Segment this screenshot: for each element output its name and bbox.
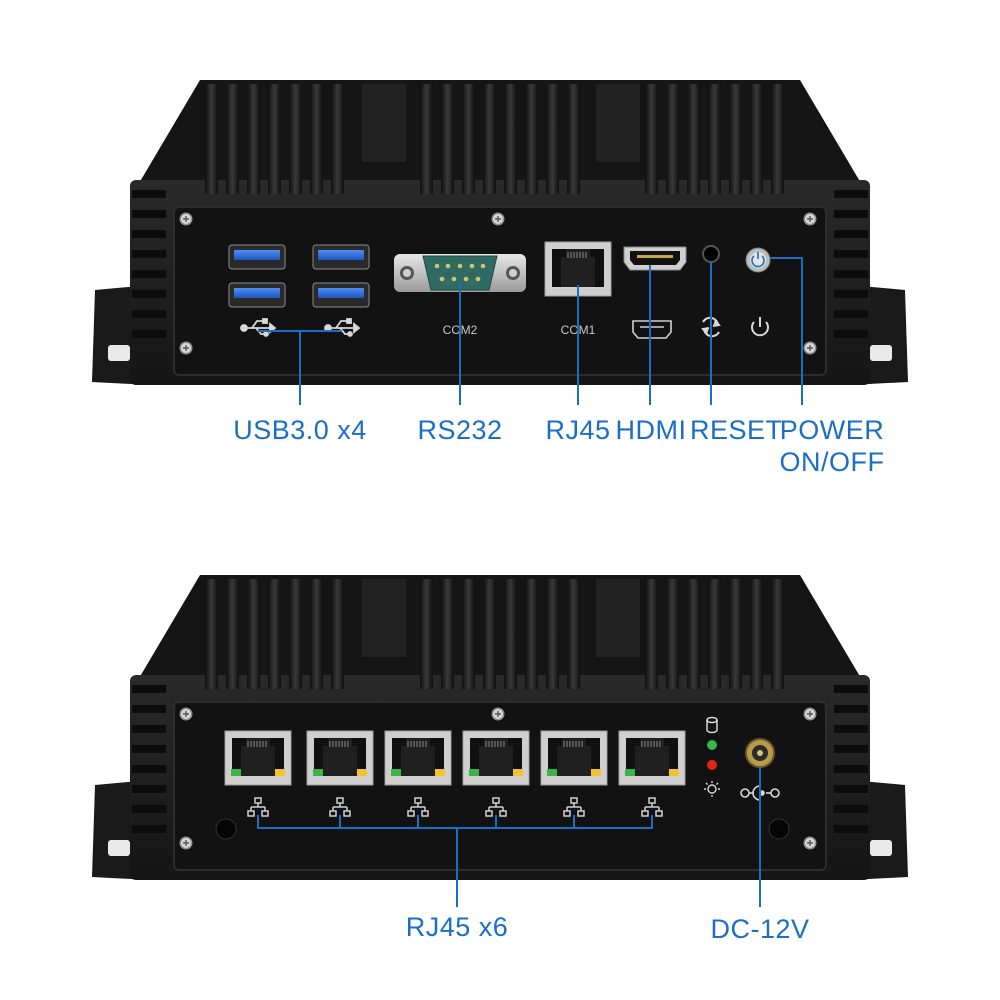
power-led-icon [704, 781, 720, 797]
reset-button [702, 245, 720, 263]
power-callout-line2: ON/OFF [779, 447, 885, 477]
rs232-callout: RS232 [417, 415, 503, 445]
dc12v-callout: DC-12V [710, 914, 810, 944]
usb-callout: USB3.0 x4 [233, 415, 367, 445]
hdmi-port [623, 246, 687, 271]
led-indicator-icon [707, 760, 717, 770]
reset-callout: RESET [690, 415, 783, 445]
lan-port [224, 730, 292, 786]
lan-port [540, 730, 608, 786]
dc-power-jack [745, 738, 775, 768]
rs232-serial-port [394, 254, 526, 292]
hdmi-icon [632, 320, 672, 339]
lan-port [306, 730, 374, 786]
rj45x6-callout: RJ45 x6 [405, 912, 509, 942]
rear-callout-lines [257, 767, 761, 907]
usb-port [228, 282, 286, 308]
usb-port [312, 244, 370, 270]
lan-port [618, 730, 686, 786]
led-indicator-icon [707, 740, 717, 750]
front-panel-unit: COM2 COM1 [92, 80, 908, 405]
power-button [745, 247, 771, 273]
rj45-callout: RJ45 [545, 415, 611, 445]
usb-port [312, 282, 370, 308]
rear-panel-unit [92, 575, 908, 907]
usb3-ports [228, 244, 370, 308]
lan-port [462, 730, 530, 786]
lan-ports [224, 730, 686, 786]
power-callout: POWER ON/OFF [772, 414, 892, 478]
hdmi-callout: HDMI [615, 415, 687, 445]
power-callout-line1: POWER [779, 415, 885, 445]
power-icon [751, 317, 769, 337]
storage-icon [706, 716, 718, 734]
front-callout-lines [258, 257, 803, 405]
lan-port [384, 730, 452, 786]
usb-port [228, 244, 286, 270]
